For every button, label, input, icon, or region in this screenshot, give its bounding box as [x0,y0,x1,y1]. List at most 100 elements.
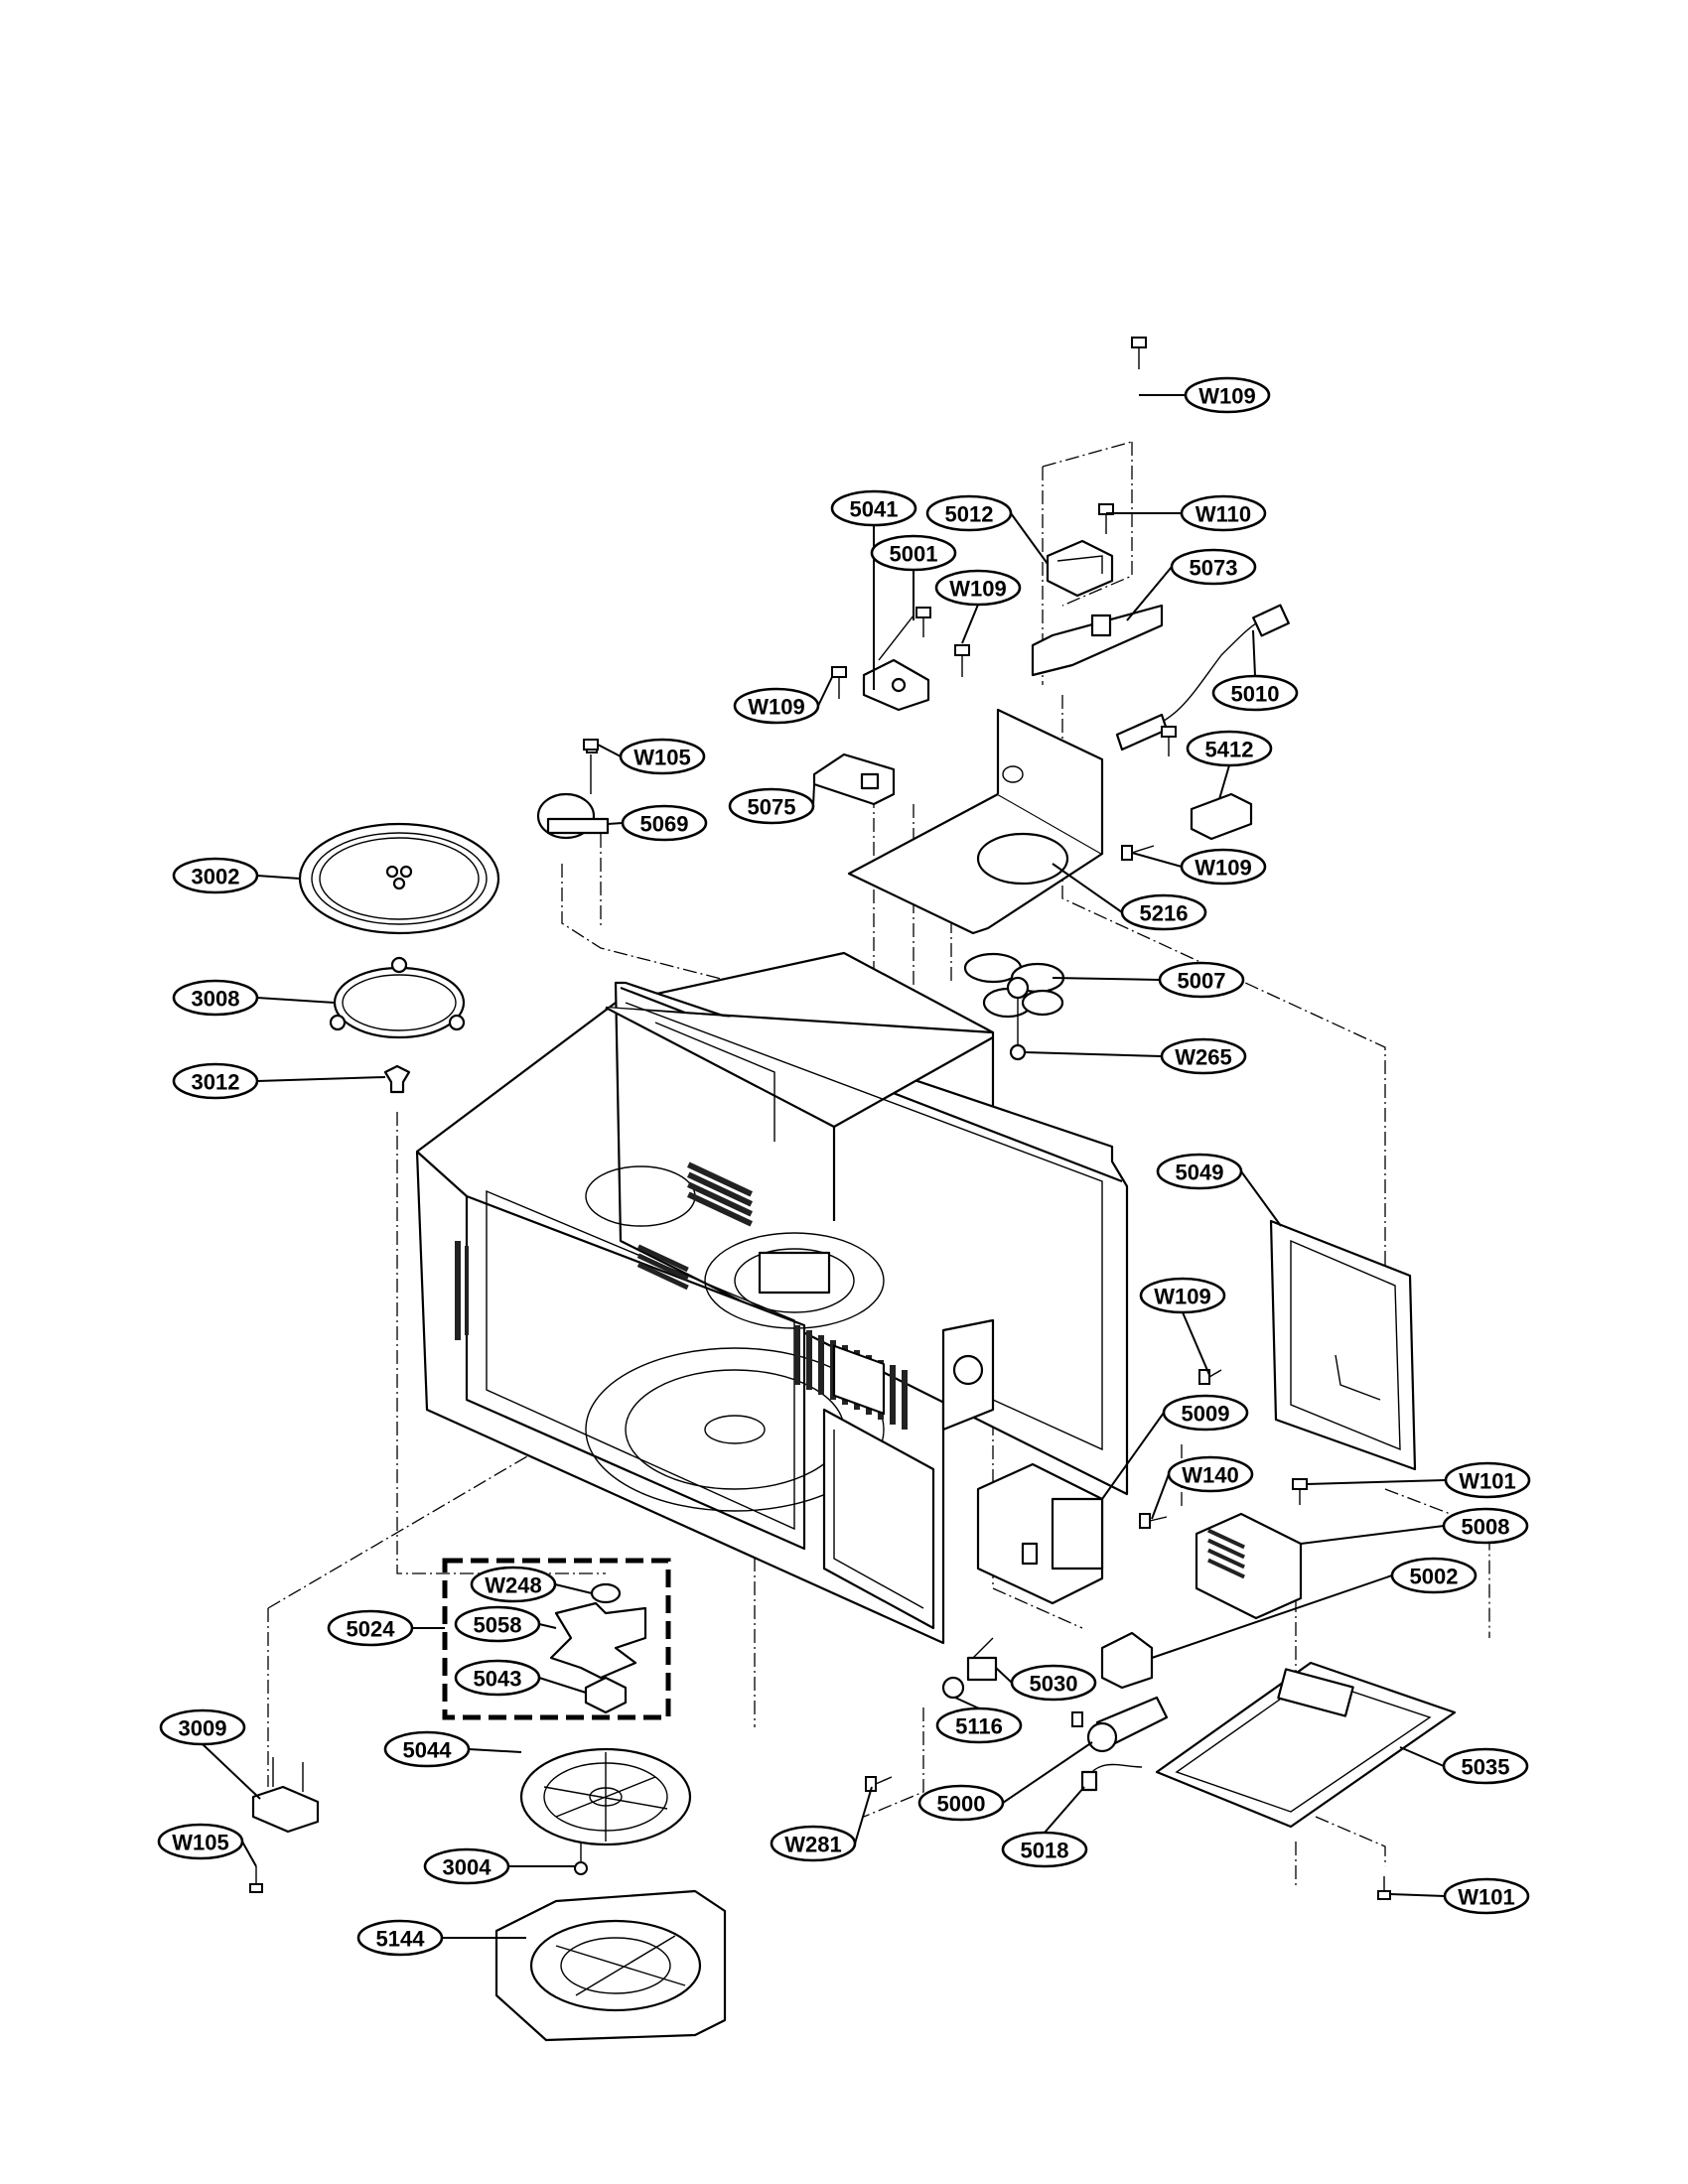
callout-5075: 5075 [728,787,815,825]
callout-oval [1158,961,1245,999]
callout-oval [1186,730,1273,767]
leader-3008 [256,997,336,1004]
callout-oval [830,489,917,527]
callout-w109-c: W109 [733,687,820,725]
callout-5058: 5058 [454,1605,541,1643]
callout-oval [172,979,259,1017]
leader-w105-b [241,1841,257,1867]
callout-oval [733,687,820,725]
callout-oval [1184,376,1271,414]
leader-w140 [1151,1473,1170,1520]
callout-text: W281 [784,1833,841,1857]
callout-5018: 5018 [1001,1831,1088,1868]
callout-w105-b: W105 [157,1823,244,1860]
callout-text: W109 [1195,856,1251,881]
callout-oval [172,857,259,894]
turntable-glass-tray [298,822,500,935]
screw-w109-c [831,666,847,699]
callout-5030: 5030 [1010,1664,1097,1702]
callout-5000: 5000 [917,1784,1005,1822]
callout-oval [454,1605,541,1643]
callout-5216: 5216 [1120,893,1207,931]
callout-text: W109 [949,577,1006,602]
leader-5010 [1252,629,1256,677]
sensor-bracket [1031,604,1164,677]
callout-oval [1156,1153,1243,1190]
leader-5012 [1010,512,1049,565]
callout-3008: 3008 [172,979,259,1017]
callout-w248: W248 [470,1566,557,1603]
callout-text: 5144 [376,1927,426,1952]
callout-text: 5058 [474,1613,522,1638]
vent-grille-top [636,1161,753,1291]
stirrer-cover [494,1889,727,2042]
callout-5049: 5049 [1156,1153,1243,1190]
stirrer-motor [251,1757,320,1834]
leader-w109-b [961,604,979,644]
leader-w101-a [1306,1479,1447,1485]
callout-5044: 5044 [383,1730,471,1768]
callout-5069: 5069 [621,804,708,842]
callout-text: 5069 [640,812,689,837]
callout-oval [935,1706,1023,1744]
callout-oval [1444,1461,1531,1499]
high-voltage-capacitor [1086,1696,1169,1753]
leader-5058 [538,1623,557,1629]
callout-5009: 5009 [1162,1394,1249,1432]
leader-5018 [1044,1786,1085,1834]
high-voltage-diode [1080,1763,1143,1792]
callout-5043: 5043 [454,1659,541,1697]
callout-text: W109 [1198,384,1255,409]
switch-bracket [812,752,896,806]
callout-w140: W140 [1167,1455,1254,1493]
callout-text: 5000 [937,1792,986,1817]
callout-5007: 5007 [1158,961,1245,999]
callout-text: 5010 [1231,682,1280,707]
callout-5008: 5008 [1442,1507,1529,1545]
callout-oval [1170,548,1257,586]
callout-oval [1010,1664,1097,1702]
callout-text: 5041 [850,497,899,522]
callout-text: 3009 [179,1716,227,1741]
callout-oval [1120,893,1207,931]
callout-text: 3004 [443,1855,492,1880]
leader-lines [202,394,1447,1939]
callout-5116: 5116 [935,1706,1023,1744]
callout-text: W109 [1154,1285,1210,1309]
callout-3004: 3004 [423,1847,510,1885]
callout-oval [1160,1037,1247,1075]
callout-oval [454,1659,541,1697]
callout-oval [934,569,1022,607]
noise-filter [1190,792,1253,841]
callout-text: 5018 [1021,1839,1069,1863]
callout-w109-b: W109 [934,569,1022,607]
screw-5412 [1161,726,1177,756]
callout-5073: 5073 [1170,548,1257,586]
leader-5069 [607,822,624,825]
callout-w109-top: W109 [1184,376,1271,414]
callout-oval [870,534,957,572]
callout-w281: W281 [770,1825,857,1862]
callout-oval [1180,848,1267,886]
callout-text: W101 [1458,1885,1514,1910]
coupler [383,1064,411,1094]
callout-text: W110 [1196,502,1251,527]
leader-5116 [954,1697,980,1709]
interlock-switch [862,614,930,712]
callout-oval [1001,1831,1088,1868]
callout-text: 5012 [945,502,994,527]
callout-oval [1211,674,1299,712]
side-panel [1269,1219,1417,1471]
screw-w109-e [1198,1369,1222,1385]
screw-w105-b [249,1866,263,1893]
callout-5024: 5024 [327,1609,414,1647]
leader-w265 [1024,1051,1163,1057]
leader-w105-a [597,744,622,757]
callout-text: W109 [748,695,804,720]
callout-oval [1442,1507,1529,1545]
callout-w110: W110 [1180,494,1267,532]
callout-oval [1443,1877,1530,1915]
callout-text: 5216 [1140,901,1189,926]
callout-3002: 3002 [172,857,259,894]
